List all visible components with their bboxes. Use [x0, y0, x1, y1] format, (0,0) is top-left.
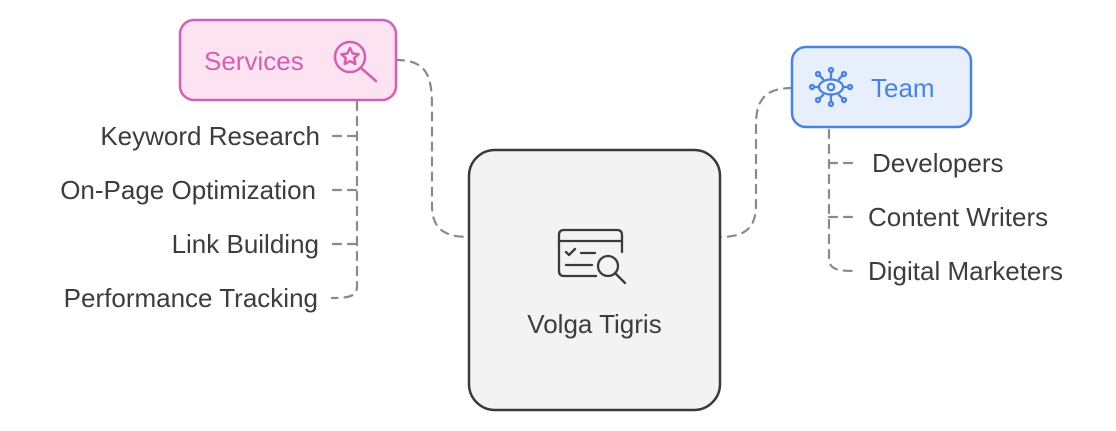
team-item-developers: Developers	[872, 148, 1004, 178]
star-search-icon	[333, 40, 378, 83]
connector-services-center	[394, 58, 472, 239]
services-node[interactable]: Services	[178, 18, 398, 102]
services-item-link-building: Link Building	[172, 229, 319, 259]
services-item-performance-tracking: Performance Tracking	[64, 283, 318, 313]
team-item-digital-marketers: Digital Marketers	[868, 256, 1063, 286]
services-item-keyword-research: Keyword Research	[100, 121, 320, 151]
team-node[interactable]: Team	[790, 45, 973, 129]
center-node[interactable]: Volga Tigris	[467, 148, 722, 412]
services-item-on-page-optimization: On-Page Optimization	[60, 175, 316, 205]
center-label: Volga Tigris	[527, 309, 661, 339]
team-branch-line	[827, 128, 859, 273]
team-item-content-writers: Content Writers	[868, 202, 1048, 232]
network-eye-icon	[808, 66, 854, 108]
team-label: Team	[871, 73, 935, 103]
browser-search-icon	[557, 228, 627, 285]
connector-team-center	[718, 86, 794, 239]
services-label: Services	[204, 46, 304, 76]
services-branch-line	[330, 100, 359, 300]
